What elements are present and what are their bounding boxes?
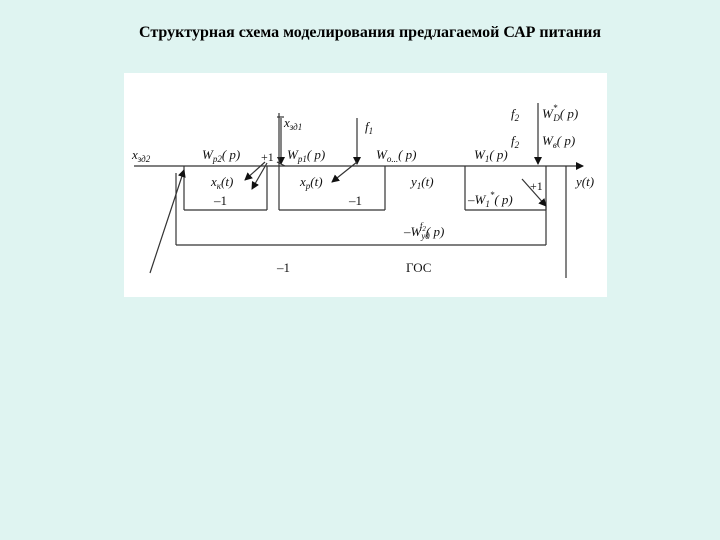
xzd1-label: xзд1 — [283, 115, 302, 132]
plus1-label-a: +1 — [261, 150, 274, 164]
minus1-label-b: –1 — [348, 193, 362, 208]
xzd2-label: xзд2 — [131, 147, 151, 164]
wob-label: Wо...( p) — [376, 147, 417, 164]
gos-label: ГОС — [406, 260, 431, 275]
mw1-label: –W1*( p) — [467, 190, 513, 209]
block-diagram-panel: xзд2 Wр2( p) +1 xзд1 Wр1( p) f1 Wо...( p… — [124, 73, 607, 297]
w1-label: W1( p) — [474, 147, 508, 164]
slide-title: Структурная схема моделирования предлага… — [139, 24, 601, 41]
wr1-label: Wр1( p) — [287, 147, 325, 164]
wv-label: Wв( p) — [542, 133, 575, 150]
mwyd-label: –Wудf2( p) — [403, 221, 444, 241]
xk-arrow — [244, 161, 266, 181]
xk-label: xк(t) — [210, 174, 233, 191]
gos-diagonal-arrow — [149, 169, 186, 274]
sum-tick — [276, 161, 286, 167]
xr-label: xр(t) — [299, 174, 323, 191]
yt-label: y(t) — [574, 174, 594, 189]
plus1-label-b: +1 — [530, 179, 543, 193]
f2-label-a: f2 — [511, 106, 520, 123]
loop3-arrow — [521, 178, 547, 207]
xr-arrow — [331, 161, 358, 183]
block-diagram: xзд2 Wр2( p) +1 xзд1 Wр1( p) f1 Wо...( p… — [131, 103, 594, 278]
minus1-label-c: –1 — [276, 260, 290, 275]
minus1-label-a: –1 — [213, 193, 227, 208]
xk-arrow-2 — [251, 162, 268, 190]
y1t-label: y1(t) — [409, 174, 434, 191]
f1-label: f1 — [365, 119, 373, 136]
wd-label: W*D( p) — [542, 103, 578, 123]
f2-label-b: f2 — [511, 133, 520, 150]
wr2-label: Wр2( p) — [202, 147, 240, 164]
